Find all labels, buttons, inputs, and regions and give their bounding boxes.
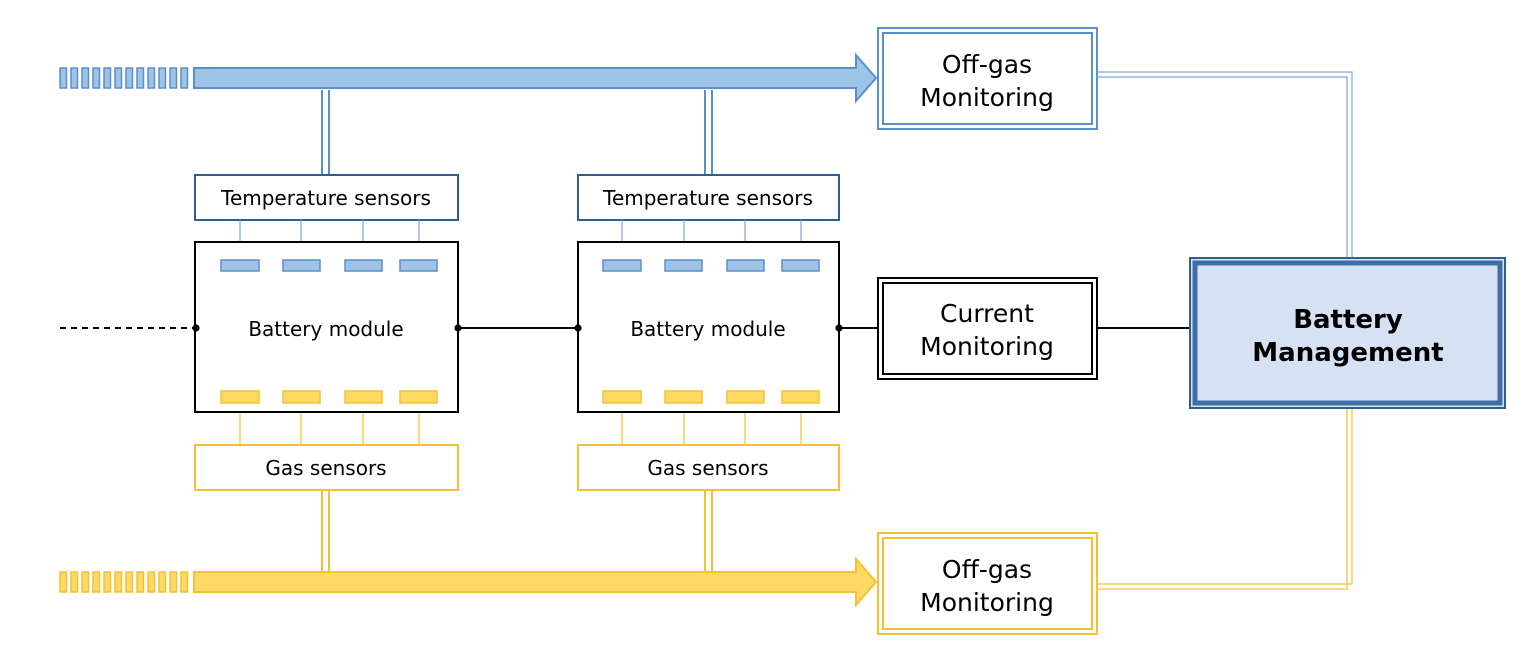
- bus-tail-segment: [81, 67, 90, 89]
- bus-tail-segment: [136, 67, 145, 89]
- battery-module-1: Battery module: [194, 241, 459, 413]
- top-bus-dashed-tail: [59, 67, 189, 89]
- bottom-gas-bus: [59, 556, 878, 608]
- bus-tail-segment: [70, 571, 79, 593]
- offgas-top-line2: Monitoring: [920, 83, 1054, 112]
- current-monitoring: Current Monitoring: [877, 277, 1098, 380]
- bus-tail-segment: [114, 571, 123, 593]
- terminal-dots: [192, 324, 843, 332]
- bus-tail-segment: [92, 571, 101, 593]
- bus-tail-segment: [136, 571, 145, 593]
- gas-sensors-label: Gas sensors: [265, 456, 386, 480]
- bus-tail-segment: [103, 571, 112, 593]
- bottom-bus-arrow: [193, 556, 878, 608]
- top-bus-arrow: [193, 52, 878, 104]
- gas-sensor-elements: [220, 390, 438, 404]
- gas-to-bus-connectors: [321, 490, 713, 572]
- temperature-sensors-box-1: Temperature sensors: [194, 174, 459, 221]
- gas-sensor-elements: [602, 390, 820, 404]
- offgas-top-to-bms-link: [1097, 71, 1353, 258]
- bus-tail-segment: [81, 571, 90, 593]
- temperature-sensors-label: Temperature sensors: [220, 186, 431, 210]
- bus-tail-segment: [169, 571, 178, 593]
- battery-module-label: Battery module: [630, 317, 785, 341]
- battery-module-2: Battery module: [577, 241, 840, 413]
- bus-tail-segment: [92, 67, 101, 89]
- gas-sensors-box-2: Gas sensors: [577, 444, 840, 491]
- bms-line2: Management: [1252, 338, 1443, 368]
- bus-tail-segment: [59, 67, 68, 89]
- bus-tail-segment: [158, 67, 167, 89]
- temperature-sensors-label: Temperature sensors: [602, 186, 813, 210]
- bus-tail-segment: [70, 67, 79, 89]
- offgas-bottom-line1: Off-gas: [942, 555, 1032, 584]
- gas-sensors-label: Gas sensors: [647, 456, 768, 480]
- top-temperature-bus: [59, 52, 878, 104]
- bus-tail-segment: [103, 67, 112, 89]
- bms-line1: Battery: [1293, 305, 1403, 335]
- offgas-bottom-to-bms-link: [1097, 408, 1353, 590]
- current-line1: Current: [940, 299, 1034, 328]
- bus-tail-segment: [147, 571, 156, 593]
- gas-sensors-box-1: Gas sensors: [194, 444, 459, 491]
- bus-tail-segment: [59, 571, 68, 593]
- bus-tail-segment: [158, 571, 167, 593]
- bus-tail-segment: [125, 67, 134, 89]
- temp-to-bus-connectors: [321, 90, 713, 175]
- offgas-monitoring-top: Off-gas Monitoring: [877, 27, 1098, 130]
- offgas-top-line1: Off-gas: [942, 50, 1032, 79]
- bus-tail-segment: [169, 67, 178, 89]
- bottom-bus-dashed-tail: [59, 571, 189, 593]
- bus-tail-segment: [114, 67, 123, 89]
- offgas-monitoring-bottom: Off-gas Monitoring: [877, 532, 1098, 635]
- offgas-bottom-line2: Monitoring: [920, 588, 1054, 617]
- battery-module-label: Battery module: [248, 317, 403, 341]
- bus-tail-segment: [147, 67, 156, 89]
- bus-tail-segment: [180, 571, 189, 593]
- temperature-sensor-elements: [602, 259, 820, 272]
- battery-management: Battery Management: [1189, 257, 1506, 409]
- bus-tail-segment: [125, 571, 134, 593]
- temperature-sensors-box-2: Temperature sensors: [577, 174, 840, 221]
- current-line2: Monitoring: [920, 332, 1054, 361]
- temperature-sensor-elements: [220, 259, 438, 272]
- bus-tail-segment: [180, 67, 189, 89]
